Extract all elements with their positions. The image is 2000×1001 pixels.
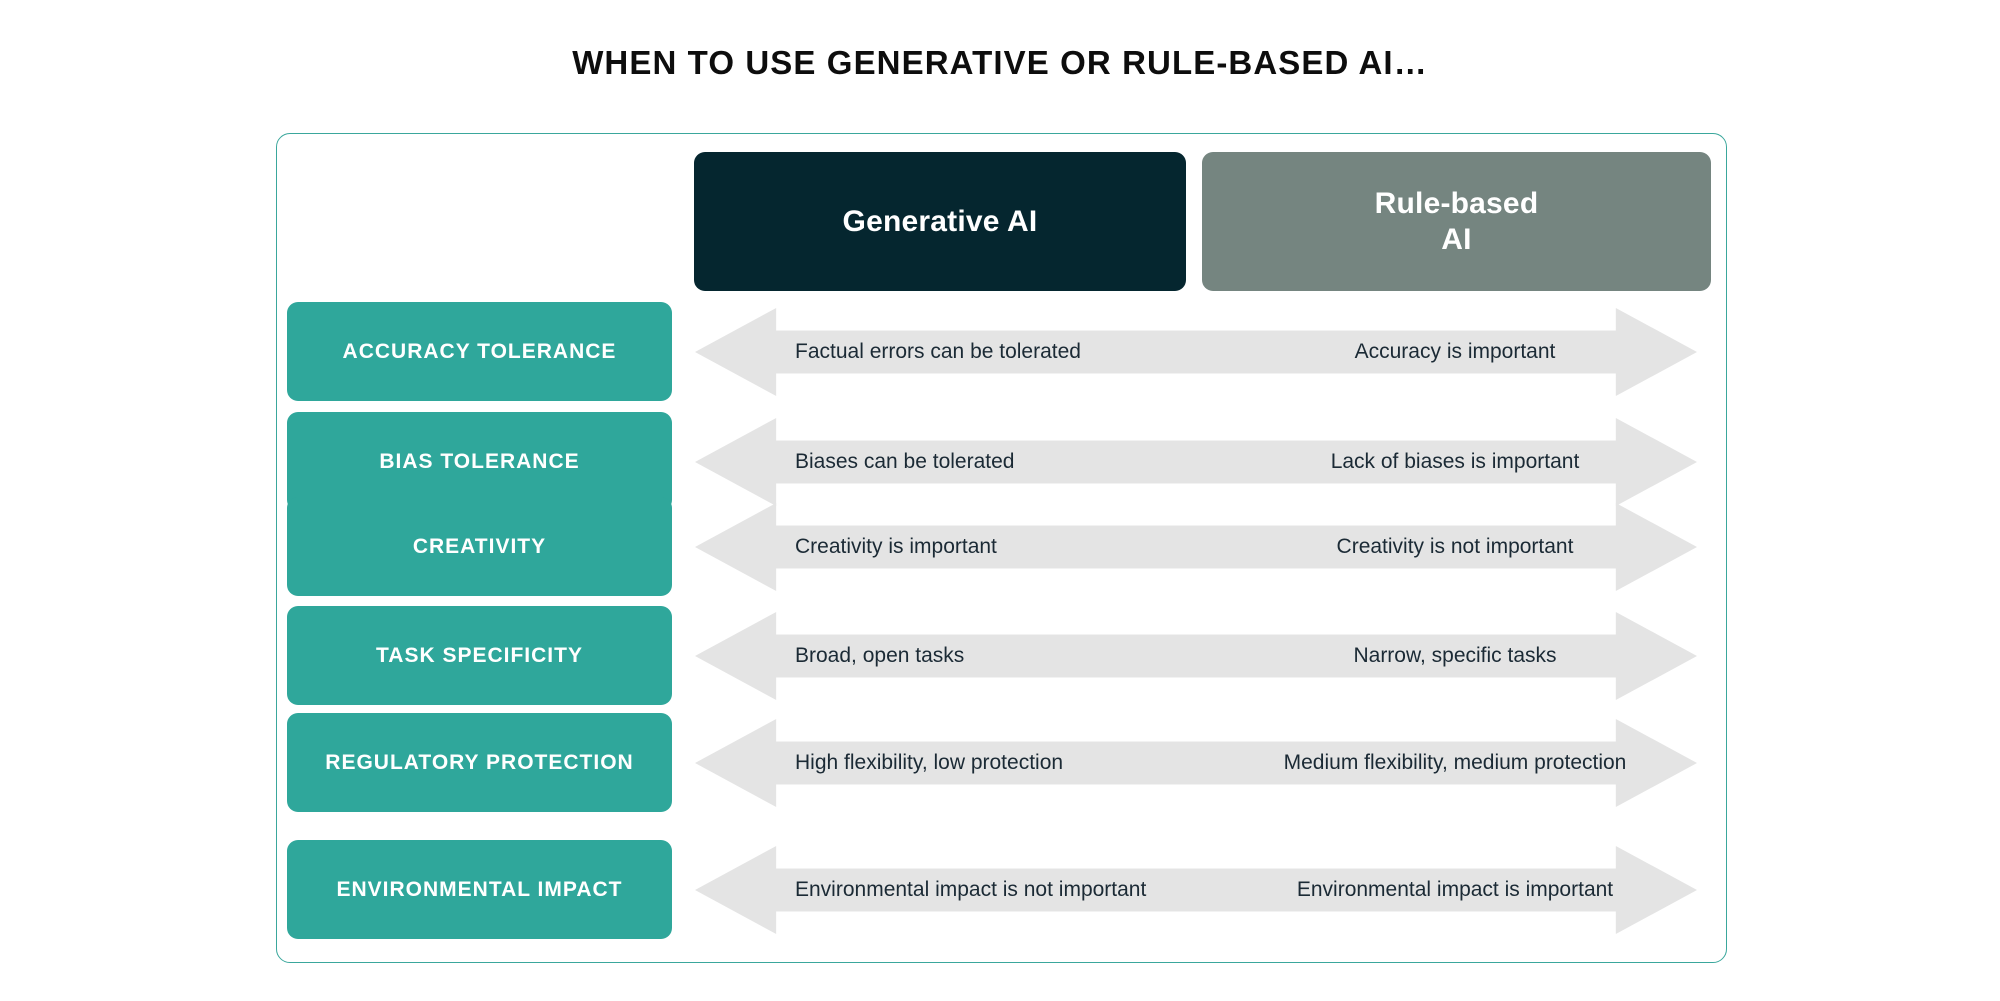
column-header-generative-ai: Generative AI: [694, 152, 1186, 291]
category-pill-environmental-impact[interactable]: ENVIRONMENTAL IMPACT: [287, 840, 672, 939]
comparison-row: ENVIRONMENTAL IMPACT Environmental impac…: [0, 840, 2000, 939]
comparison-row: TASK SPECIFICITY Broad, open tasks Narro…: [0, 606, 2000, 705]
category-pill-creativity[interactable]: CREATIVITY: [287, 497, 672, 596]
spectrum-arrow: Biases can be tolerated Lack of biases i…: [695, 418, 1697, 506]
spectrum-arrow: High flexibility, low protection Medium …: [695, 719, 1697, 807]
column-header-rule-based-ai-label: Rule-based AI: [1374, 187, 1539, 256]
category-label: TASK SPECIFICITY: [376, 643, 583, 667]
comparison-card: [276, 133, 1727, 963]
spectrum-arrow: Factual errors can be tolerated Accuracy…: [695, 308, 1697, 396]
category-label: BIAS TOLERANCE: [379, 449, 580, 473]
rule-based-ai-value: Narrow, specific tasks: [1353, 644, 1557, 667]
category-label: ENVIRONMENTAL IMPACT: [336, 877, 623, 901]
spectrum-arrow: Creativity is important Creativity is no…: [695, 503, 1697, 591]
category-pill-task-specificity[interactable]: TASK SPECIFICITY: [287, 606, 672, 705]
spectrum-arrow: Broad, open tasks Narrow, specific tasks: [695, 612, 1697, 700]
category-pill-regulatory-protection[interactable]: REGULATORY PROTECTION: [287, 713, 672, 812]
rule-based-ai-value: Accuracy is important: [1354, 340, 1556, 363]
generative-ai-value: Broad, open tasks: [795, 644, 965, 667]
rule-based-ai-value: Environmental impact is important: [1296, 878, 1614, 901]
comparison-row: BIAS TOLERANCE Biases can be tolerated L…: [0, 412, 2000, 511]
page-title: WHEN TO USE GENERATIVE OR RULE-BASED AI…: [572, 44, 1428, 81]
spectrum-arrow: Environmental impact is not important En…: [695, 846, 1697, 934]
category-label: REGULATORY PROTECTION: [325, 750, 634, 774]
generative-ai-value: Creativity is important: [795, 535, 997, 558]
generative-ai-value: Environmental impact is not important: [795, 878, 1147, 901]
rule-based-ai-value: Medium flexibility, medium protection: [1283, 751, 1627, 774]
column-header-generative-ai-label: Generative AI: [842, 204, 1038, 238]
category-pill-accuracy-tolerance[interactable]: ACCURACY TOLERANCE: [287, 302, 672, 401]
generative-ai-value: Factual errors can be tolerated: [795, 340, 1081, 363]
generative-ai-value: High flexibility, low protection: [795, 751, 1064, 774]
comparison-row: CREATIVITY Creativity is important Creat…: [0, 497, 2000, 596]
column-header-rule-based-ai: Rule-based AI: [1202, 152, 1711, 291]
category-label: CREATIVITY: [412, 534, 547, 558]
category-label: ACCURACY TOLERANCE: [342, 339, 617, 363]
rule-based-ai-value: Creativity is not important: [1336, 535, 1574, 558]
comparison-row: ACCURACY TOLERANCE Factual errors can be…: [0, 302, 2000, 401]
comparison-row: REGULATORY PROTECTION High flexibility, …: [0, 713, 2000, 812]
generative-ai-value: Biases can be tolerated: [795, 450, 1015, 473]
category-pill-bias-tolerance[interactable]: BIAS TOLERANCE: [287, 412, 672, 511]
rule-based-ai-value: Lack of biases is important: [1330, 450, 1580, 473]
